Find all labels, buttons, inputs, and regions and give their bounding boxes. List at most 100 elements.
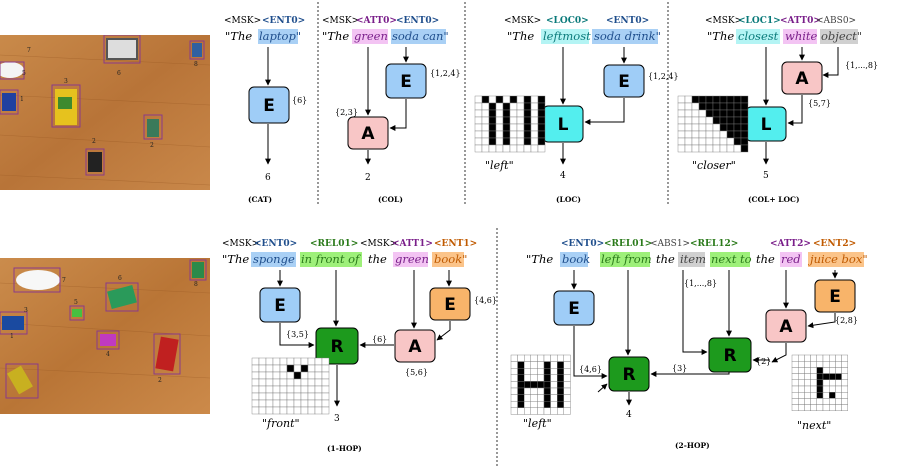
svg-text:2: 2 [158,377,162,384]
grid-label: "left" [485,159,514,172]
grid-cell [300,364,309,373]
grid-cell [791,354,799,362]
module-label: L [558,115,569,135]
grid-cell [516,95,525,104]
grid-cell [712,102,721,111]
grid-cell [537,116,546,125]
module-R [608,356,650,392]
grid-cell [798,373,805,381]
grid-cell [798,385,805,393]
grid-cell [517,401,525,409]
grid-cell [841,361,848,368]
grid-cell [698,95,707,104]
grid-cell [810,367,817,374]
token-word: in front of [301,252,361,266]
grid-cell [563,361,571,369]
grid-cell [510,387,518,395]
grid-cell [705,137,714,146]
grid-cell [829,404,836,412]
grid-cell [791,379,799,387]
grid-cell [488,137,497,146]
grid-cell [517,361,525,369]
token-tag: <REL01> [310,239,358,249]
grid-cell [557,354,565,362]
grid-cell [563,374,571,382]
grid-cell [835,404,842,412]
grid-cell [321,399,330,408]
grid-label: "next" [797,419,831,432]
token-word: item [680,252,706,266]
grid-cell [517,381,525,389]
grid-cell [265,406,274,415]
grid-cell [516,144,525,153]
grid-cell [791,392,799,399]
grid-cell [543,401,551,409]
grid-cell [698,116,707,125]
svg-text:7: 7 [62,277,66,284]
grid-cell [791,404,799,412]
grid-cell [265,392,274,401]
grid-cell [537,394,545,402]
grid-cell [829,367,836,374]
grid-cell [740,109,749,118]
grid-cell [816,398,824,405]
module-label: L [761,115,772,135]
grid-cell [829,361,836,368]
output-value: 2 [365,173,371,183]
grid-cell [550,407,558,415]
grid-cell [474,144,483,153]
grid-cell [251,385,260,394]
grid-cell [488,130,497,139]
grid-cell [272,378,281,387]
grid-cell [523,144,532,153]
token-word: leftmost [543,29,591,43]
svg-text:1: 1 [20,96,24,103]
grid-cell [307,357,316,366]
grid-cell [726,116,735,125]
grid-cell [481,109,490,118]
output-value: 3 [334,414,340,424]
grid-cell [677,144,686,153]
grid-cell [537,401,545,409]
grid-cell [719,144,728,153]
module-label: E [568,299,580,319]
set-label: {2} [756,357,771,366]
token-tag: <MSK> [504,16,541,26]
grid-cell [265,371,274,380]
grid-cell [835,367,842,374]
svg-text:4: 4 [106,351,110,358]
grid-cell [829,354,836,362]
token-tag: <MSK> [322,16,359,26]
grid-cell [550,381,558,389]
grid-cell [258,385,267,394]
token-word: red [781,252,801,266]
token-tag: <ATT0> [780,16,821,26]
grid-cell [516,123,525,132]
grid-cell [314,378,323,387]
grid-cell [293,392,302,401]
grid-cell [557,407,565,415]
grid-cell [265,399,274,408]
grid-cell [530,109,539,118]
grid-cell [524,401,532,409]
token-tag: <ENT0> [606,16,649,26]
grid-cell [516,116,525,125]
grid-cell [509,95,518,104]
grid-cell [677,109,686,118]
grid-cell [272,399,281,408]
grid-cell [705,130,714,139]
grid-cell [698,102,707,111]
token-tag: <ENT0> [396,16,439,26]
grid-cell [258,357,267,366]
grid-cell [791,398,799,405]
grid-cell [530,144,539,153]
grid-cell [502,137,511,146]
set-label: {2,3} [335,108,358,117]
grid-cell [516,102,525,111]
grid-cell [698,137,707,146]
grid-cell [705,144,714,153]
grid-cell [523,116,532,125]
grid-cell [481,116,490,125]
grid-cell [822,385,830,393]
grid-cell [321,378,330,387]
